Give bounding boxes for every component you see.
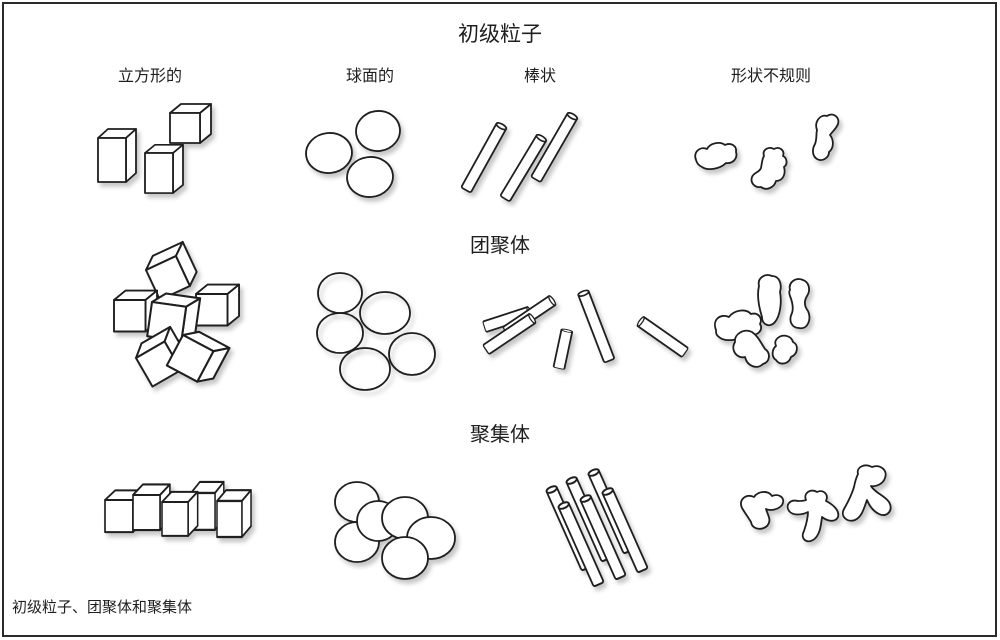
blob-shape [813,115,838,160]
cube-shape [169,103,212,144]
irregular-primary-drawing [680,108,870,208]
sphere-shape [317,313,363,353]
blob-shape [758,275,781,325]
rod-shape [576,288,616,364]
cube-shape [195,283,240,327]
cubic-agglomerate-drawing [113,240,240,389]
column-label-irregular: 形状不规则 [730,68,812,85]
irregular-aggregate-drawing [712,462,902,582]
section-label-agglomerate: 团聚体 [470,235,530,257]
column-label-cubic: 立方形的 [117,68,183,85]
blob-shape [695,143,736,169]
cube-shape [215,489,253,539]
sphere-shape [382,537,428,579]
sphere-shape [389,333,435,375]
cube-shape [144,143,184,194]
spherical-agglomerate-drawing [300,265,440,395]
sphere-shape [340,348,390,390]
rod-primary-drawing [460,110,580,203]
blob-shape [741,492,783,529]
sphere-shape [353,108,402,154]
sphere-shape [360,292,410,334]
sphere-shape [345,155,395,200]
blob-shape [789,279,809,328]
rod-aggregate-drawing [544,466,649,588]
sphere-shape [304,131,354,176]
section-label-aggregate: 聚集体 [470,424,530,446]
column-label-rod: 棒状 [523,68,557,85]
blob-shape [733,331,769,367]
cube-shape [160,490,199,537]
cube-shape [97,128,137,183]
spherical-aggregate-drawing [322,472,472,602]
blob-shape [773,336,797,364]
rod-agglomerate-drawing [481,288,690,371]
rod-shape [552,327,574,371]
blob-shape [843,465,891,520]
cubic-aggregate-drawing [104,480,253,539]
irregular-agglomerate-drawing [692,258,842,398]
cubic-primary-drawing [97,103,212,194]
caption: 初级粒子、团聚体和聚集体 [12,599,193,616]
blob-shape [752,148,787,189]
column-label-spherical: 球面的 [345,68,395,85]
spherical-primary-drawing [292,105,432,205]
blob-shape [788,491,839,542]
page-title: 初级粒子 [458,23,542,46]
sphere-shape [318,273,362,313]
